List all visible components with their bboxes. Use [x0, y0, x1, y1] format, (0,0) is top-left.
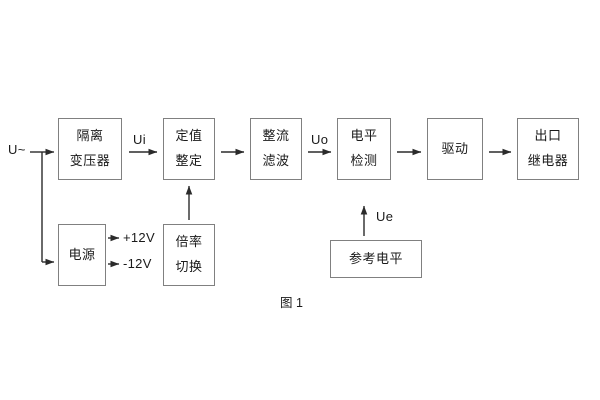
block-multiplier-switch[interactable]: 倍率切换 [163, 224, 215, 286]
block-level-detection-line: 电平 [350, 128, 378, 144]
block-drive-line: 驱动 [441, 140, 469, 156]
label-signal-uo: Uo [311, 132, 329, 147]
block-setting-value-line: 整定 [175, 153, 203, 168]
block-rectify-filter-line: 整流 [262, 128, 290, 144]
label-rail-minus: -12V [123, 256, 152, 271]
block-power-supply-line: 电源 [68, 246, 96, 262]
figure-caption: 图 1 [280, 296, 303, 310]
block-reference-level[interactable]: 参考电平 [330, 240, 422, 278]
label-signal-ue: Ue [376, 209, 394, 224]
block-setting-value[interactable]: 定值整定 [163, 118, 215, 180]
block-reference-level-line: 参考电平 [348, 250, 403, 266]
block-rectify-filter[interactable]: 整流滤波 [250, 118, 302, 180]
block-drive[interactable]: 驱动 [427, 118, 483, 180]
block-multiplier-switch-line: 倍率 [175, 234, 203, 250]
block-rectify-filter-line: 滤波 [262, 153, 290, 168]
label-input-u: U~ [8, 142, 26, 157]
label-signal-ui: Ui [133, 132, 146, 147]
block-output-relay-line: 出口 [534, 128, 562, 144]
block-power-supply[interactable]: 电源 [58, 224, 106, 286]
block-setting-value-line: 定值 [175, 128, 203, 144]
label-rail-plus: +12V [123, 230, 155, 245]
wire-group [30, 148, 512, 268]
block-isolation-transformer-line: 隔离 [76, 128, 104, 144]
block-level-detection[interactable]: 电平检测 [337, 118, 391, 180]
block-isolation-transformer[interactable]: 隔离变压器 [58, 118, 122, 180]
block-isolation-transformer-line: 变压器 [69, 153, 111, 168]
block-level-detection-line: 检测 [350, 153, 378, 168]
block-multiplier-switch-line: 切换 [175, 259, 203, 274]
block-output-relay-line: 继电器 [527, 153, 569, 168]
block-output-relay[interactable]: 出口继电器 [517, 118, 579, 180]
